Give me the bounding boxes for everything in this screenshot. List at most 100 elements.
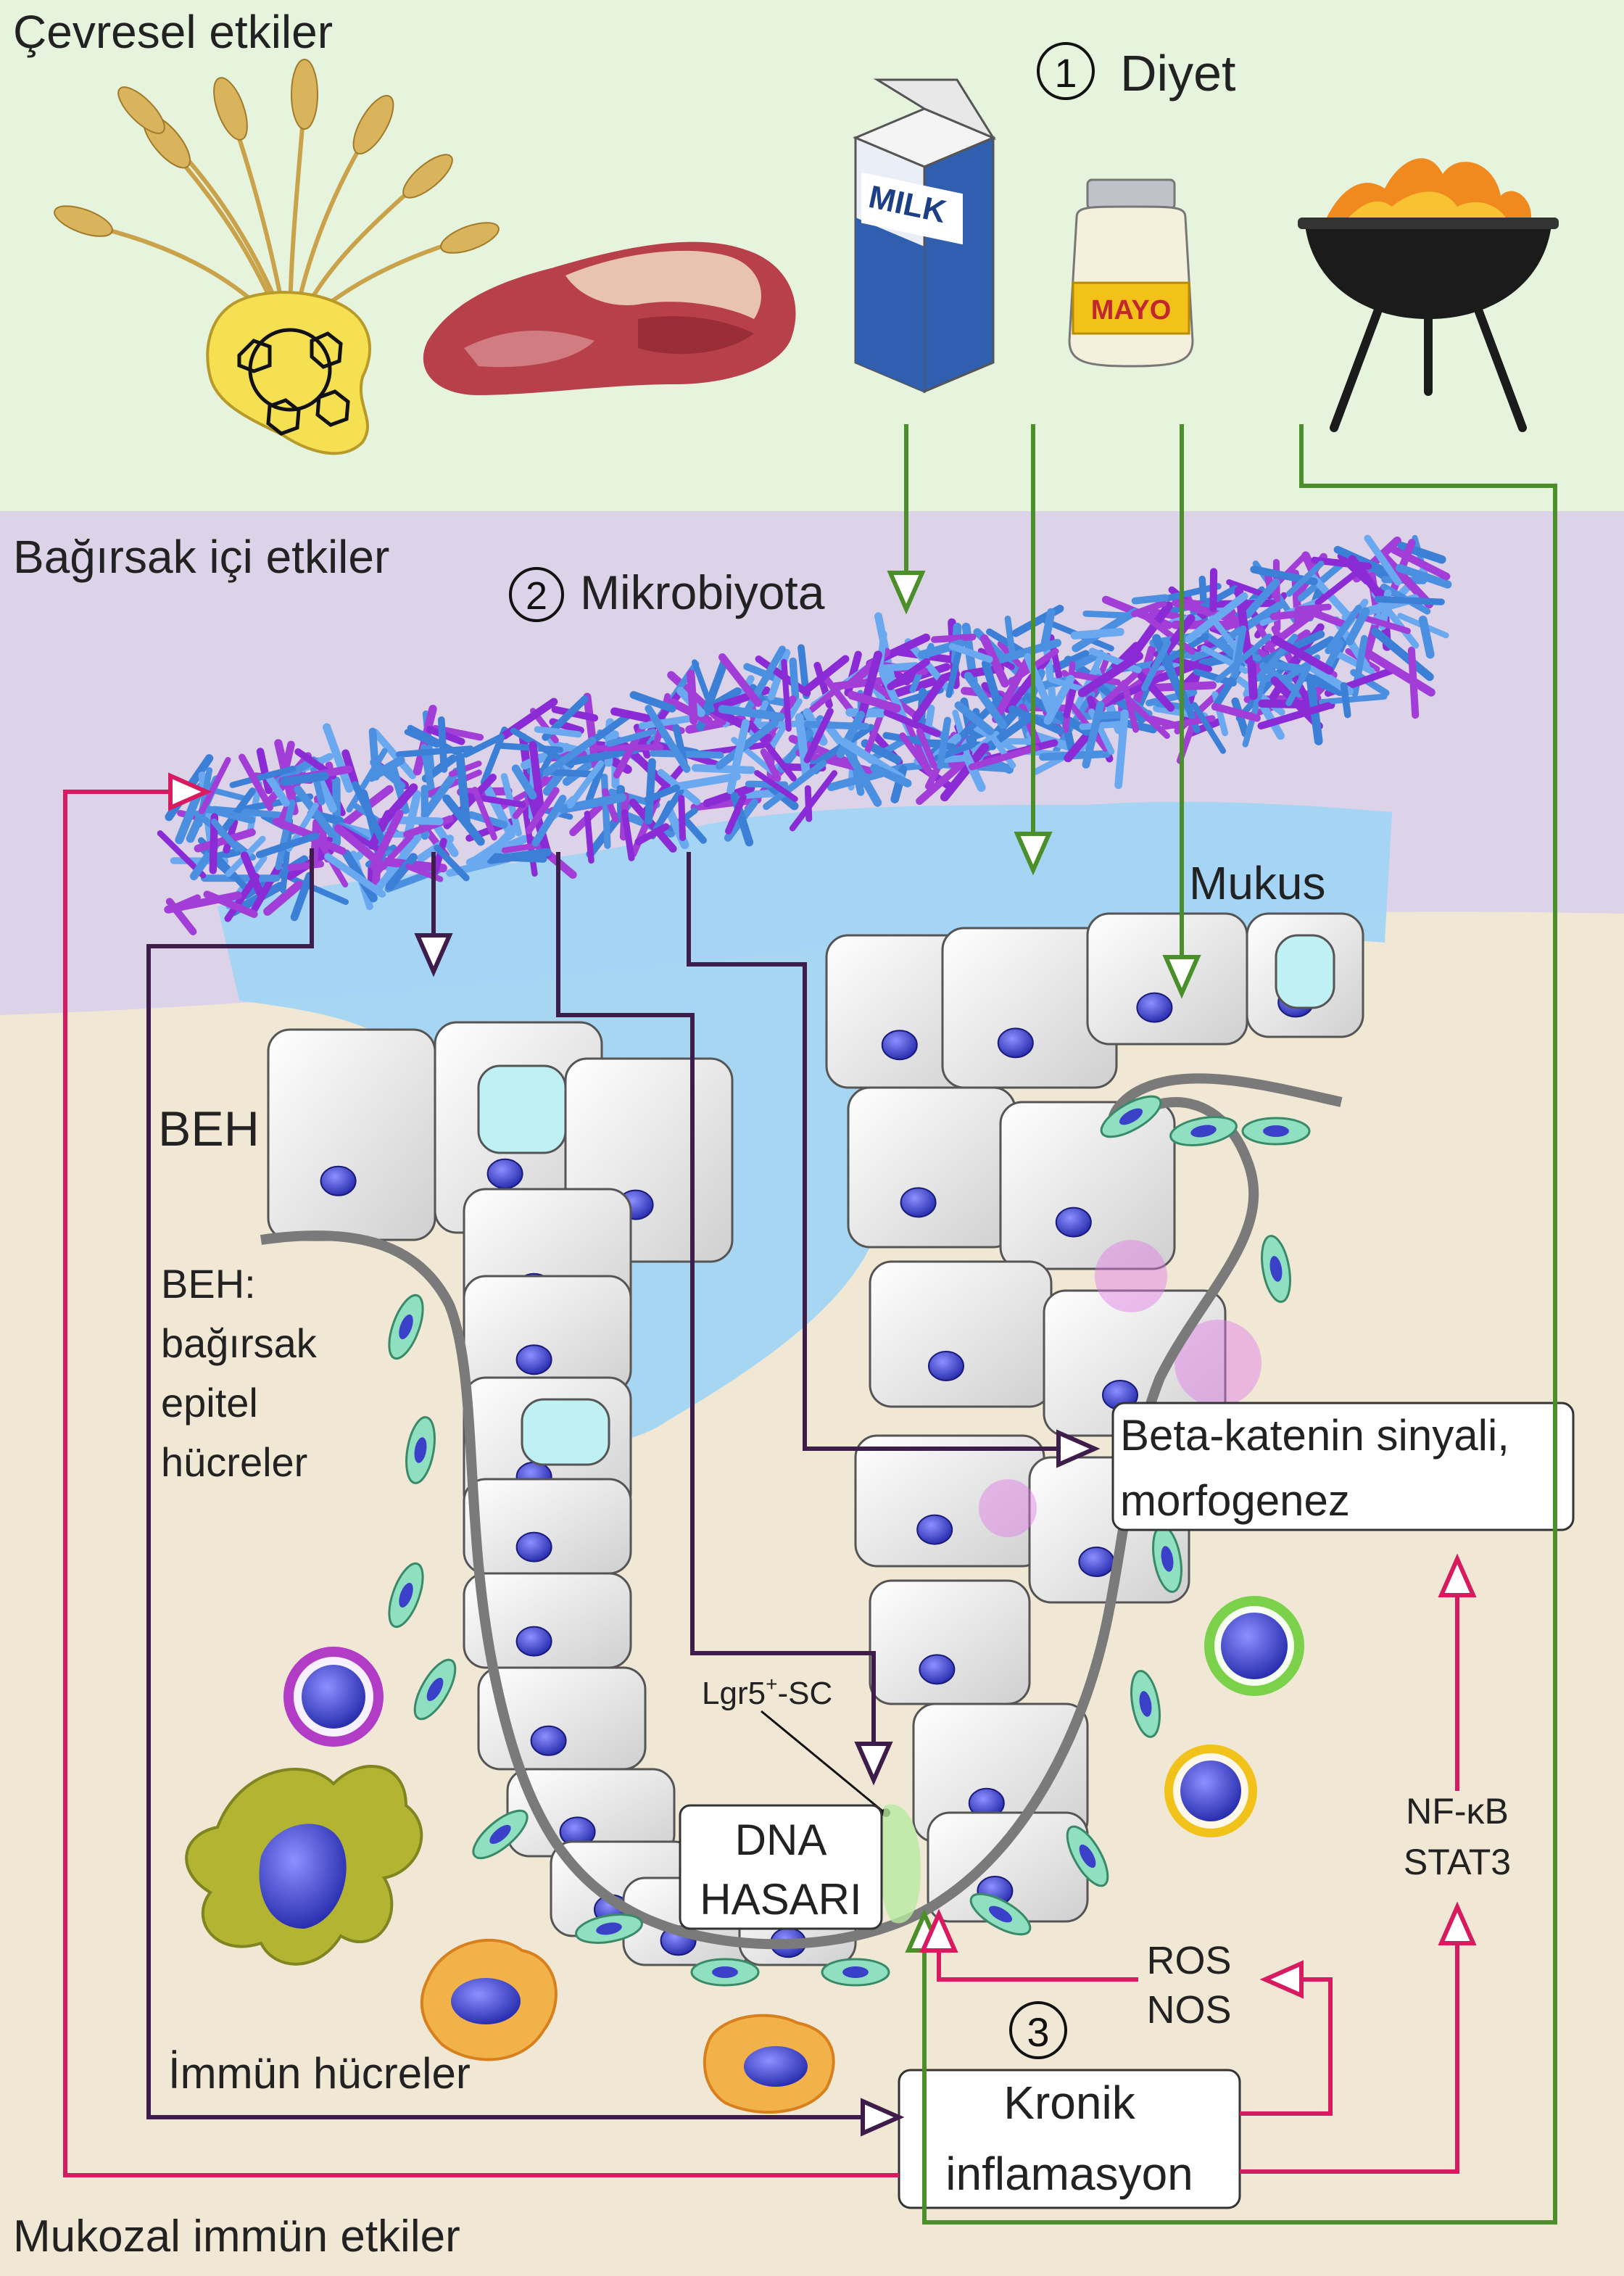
lymphocyte-green [1204, 1596, 1304, 1696]
bacterium [531, 795, 567, 847]
fibroblast-nucleus [596, 1922, 622, 1935]
bacterium [980, 634, 1009, 688]
beta-catenin-box: Beta-katenin sinyali, morfogenez [1111, 1402, 1575, 1531]
lgr5-stem-cell-label: Lgr5+-SC [702, 1673, 890, 1817]
bacterium [754, 770, 798, 802]
bacterium [912, 674, 948, 722]
bacterium [437, 716, 448, 773]
bacterium [1390, 546, 1451, 581]
mucosal-immune-title: Mukozal immün etkiler [13, 2211, 460, 2261]
beta-catenin-line-1: Beta-katenin sinyali, [1120, 1411, 1509, 1460]
bacterium [687, 669, 698, 725]
step-1-number: 1 [1054, 50, 1077, 96]
nfkb-label: NF-κB [1406, 1791, 1509, 1832]
epithelial-cell [847, 1086, 1016, 1249]
bacterium [263, 880, 304, 916]
bacterium [789, 657, 800, 701]
bacterium [1371, 627, 1434, 682]
stromal-cells [388, 1095, 1311, 1987]
cell-nucleus [916, 1514, 953, 1545]
bacterium [471, 787, 497, 841]
bacterium [679, 814, 707, 844]
bacterium [249, 861, 283, 917]
bacterium [606, 728, 657, 748]
immune-cells [185, 1596, 1304, 2114]
bacterium [264, 771, 290, 807]
bacterium [1040, 608, 1056, 652]
bacterium [979, 712, 1035, 755]
step-3-number: 3 [1027, 2009, 1049, 2055]
bacterium [1131, 600, 1167, 618]
beh-def-line-1: BEH: [161, 1261, 256, 1307]
bacterium [649, 750, 724, 759]
bacterium [476, 823, 519, 868]
environmental-title: Çevresel etkiler [13, 6, 333, 58]
bacterium [1008, 705, 1064, 735]
bacterium [1141, 639, 1172, 692]
bacterium [346, 748, 388, 813]
bacterium [239, 753, 274, 811]
bacterium [280, 771, 329, 786]
bacterium [1303, 606, 1346, 628]
signal-spot [1174, 1320, 1262, 1407]
cell-nucleus [928, 1351, 964, 1381]
bacterium [1126, 601, 1173, 664]
bacterium [1209, 568, 1218, 613]
grill-icon [1298, 158, 1559, 432]
bacterium [916, 750, 977, 806]
cell-nucleus [1078, 1547, 1115, 1577]
bacterium [692, 659, 715, 713]
step-1-badge: 1 [1037, 42, 1095, 100]
immune-cells-label: İmmün hücreler [168, 2049, 471, 2098]
bacterium [789, 770, 838, 832]
bacterium [645, 758, 656, 825]
bacterium [678, 795, 686, 841]
bacterium [208, 787, 247, 801]
beh-def-line-3: epitel [161, 1380, 258, 1425]
bacterium [962, 752, 986, 793]
cell-nucleus [486, 1158, 523, 1189]
bacterium [718, 653, 762, 707]
bacterium [229, 765, 297, 788]
bacterium [916, 727, 937, 769]
bacterium [542, 737, 597, 777]
bacterium [872, 662, 919, 673]
bacterium [1269, 609, 1310, 621]
bacterium [501, 843, 539, 854]
bacterium [256, 748, 273, 795]
diet-label: Diyet [1120, 45, 1235, 102]
bacterium [1257, 702, 1332, 730]
bacterium [1285, 664, 1312, 706]
lgr5-sup: + [766, 1673, 777, 1695]
bacterium [1069, 671, 1121, 686]
bacterium [936, 716, 951, 769]
bacterium [804, 785, 813, 822]
bacterium [1374, 595, 1445, 605]
bacterium [1131, 594, 1169, 605]
cell-nucleus [1055, 1207, 1092, 1238]
bacterium [954, 701, 995, 736]
bacterium [1318, 693, 1388, 705]
bacterium [715, 719, 779, 770]
dendritic-cell [185, 1765, 423, 1966]
inflammation-to-nfkb-arrow [1240, 1921, 1459, 2174]
ros-label: ROS [1146, 1939, 1231, 1982]
goblet-cell-vacuole [1275, 934, 1335, 1009]
dna-damage-box: DNA HASARI [679, 1804, 883, 1930]
epithelial-cell [463, 1275, 632, 1394]
bacterium [194, 828, 256, 853]
bacterium [1114, 709, 1129, 790]
luminal-title: Bağırsak içi etkiler [13, 531, 389, 583]
bacterium [420, 767, 461, 819]
bacterium [275, 799, 296, 871]
bacterium [1325, 604, 1362, 655]
bacterium [1164, 583, 1222, 602]
step-2-number: 2 [526, 574, 547, 618]
fibroblast-nucleus [1079, 1844, 1096, 1869]
macrophage-orange-2 [703, 2014, 835, 2114]
cell-nucleus [919, 1654, 956, 1685]
bacterium [836, 711, 866, 758]
bacterium [725, 793, 747, 835]
bacterium [726, 719, 750, 795]
fibroblast-nucleus [399, 1314, 413, 1340]
